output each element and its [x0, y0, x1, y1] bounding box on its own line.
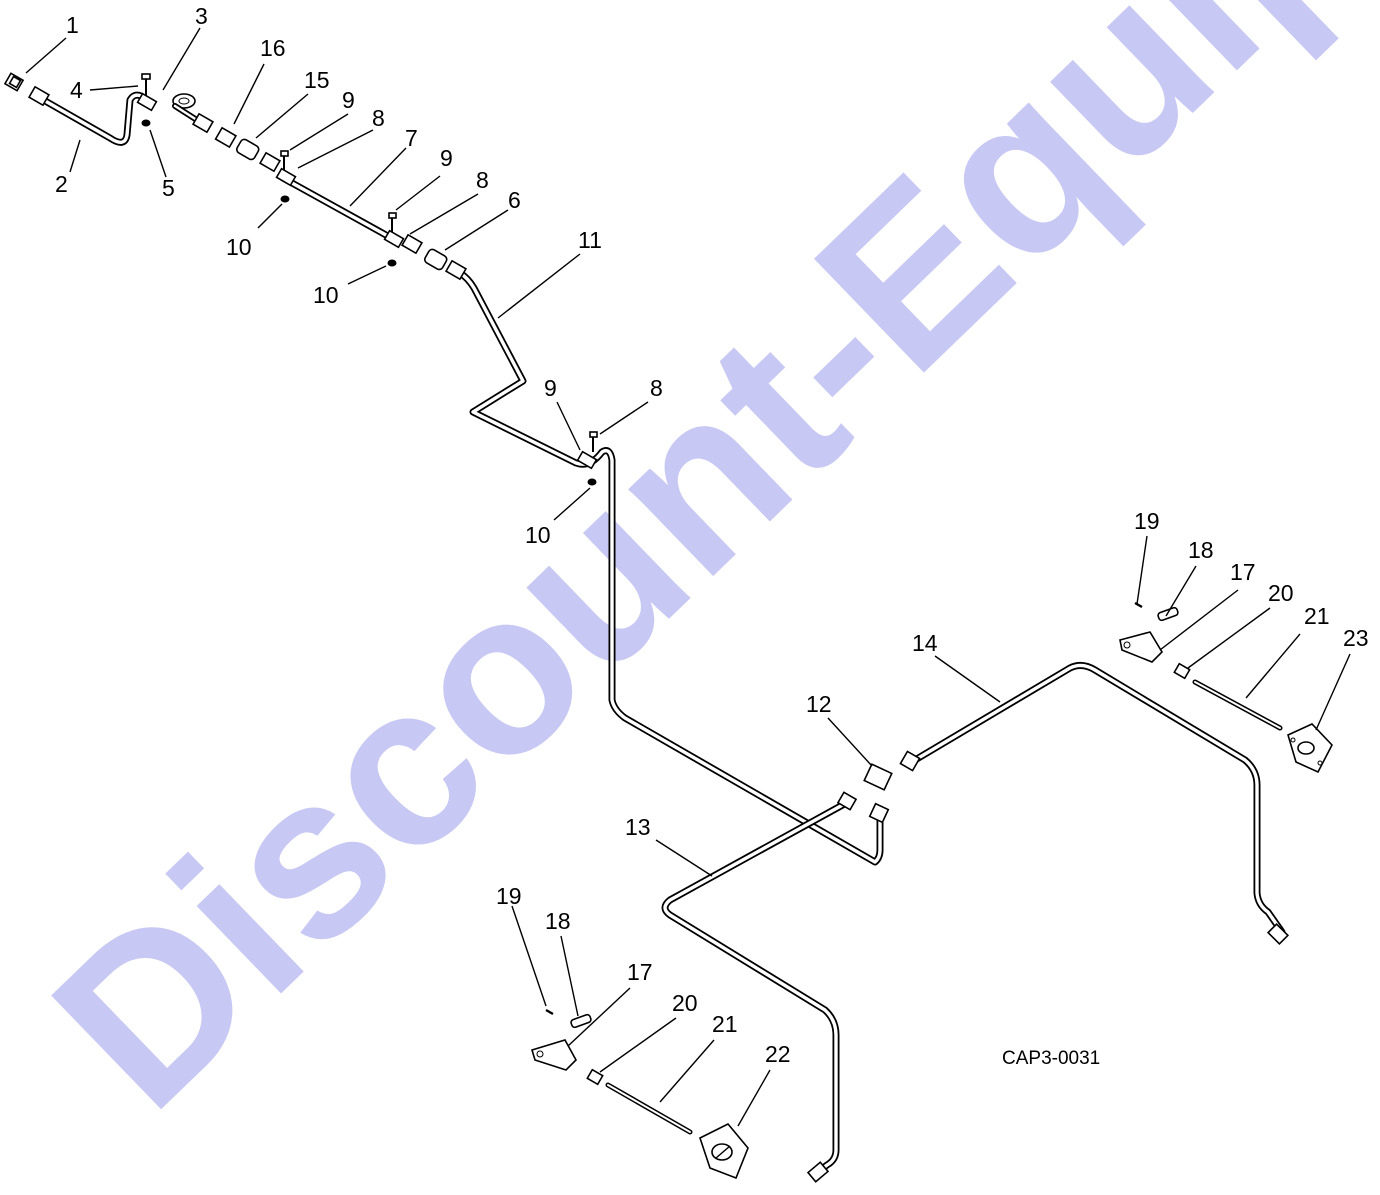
watermark: Discount-Equipment.com	[6, 0, 1380, 1155]
part-22-chamber-icon	[699, 1123, 749, 1180]
callout-label: 1	[66, 12, 79, 38]
tube-14	[911, 661, 1286, 936]
callout-label: 14	[912, 630, 938, 656]
callout-label: 6	[508, 187, 521, 213]
part-8-clip-icon	[576, 450, 598, 470]
callout-label: 4	[70, 77, 83, 103]
part-2-fitting-icon	[27, 85, 51, 107]
callout-label: 19	[1134, 508, 1160, 534]
callout-label: 20	[1268, 580, 1294, 606]
callout-label: 21	[1304, 603, 1330, 629]
callout-label: 10	[525, 522, 551, 548]
callout-label: 12	[806, 691, 832, 717]
part-10-nut-icon	[587, 478, 597, 486]
callout-label: 19	[496, 883, 522, 909]
callout-label: 18	[1188, 537, 1214, 563]
leader-lines	[25, 27, 1351, 1127]
tube-13	[661, 798, 852, 1176]
callout-label: 23	[1343, 625, 1369, 651]
callout-label: 9	[544, 375, 557, 401]
callout-label: 22	[765, 1041, 791, 1067]
part-19-pin-icon	[1134, 601, 1143, 609]
part-6-union-icon	[424, 248, 448, 271]
part-16-fitting-icon	[214, 126, 238, 149]
part-10-nut-icon	[387, 259, 397, 267]
part-1-fitting-icon	[3, 72, 25, 92]
part-8-clip-icon	[275, 167, 297, 187]
callout-label: 15	[304, 67, 330, 93]
callout-label: 8	[650, 375, 663, 401]
part-9-bolt-icon	[589, 431, 598, 452]
part-8-clip-icon	[383, 229, 405, 249]
callout-label: 10	[226, 234, 252, 260]
callout-label: 11	[578, 227, 602, 253]
part-4-bolt-icon	[141, 73, 151, 96]
callout-label: 17	[627, 959, 653, 985]
part-20-nut-icon	[586, 1068, 604, 1086]
fitting-icon	[1266, 922, 1290, 946]
callout-label: 8	[372, 105, 385, 131]
callout-label: 21	[712, 1011, 738, 1037]
fitting-icon	[806, 1161, 830, 1183]
fitting-icon	[400, 233, 424, 255]
part-20-nut-icon	[1173, 662, 1191, 680]
part-23-chamber-icon	[1287, 723, 1333, 774]
part-19-pin-icon	[545, 1008, 554, 1016]
part-3-banjo-icon	[172, 93, 215, 134]
fitting-icon	[444, 259, 468, 281]
part-17-clevis-icon	[1119, 631, 1164, 663]
callout-label: 9	[342, 87, 355, 113]
callout-label: 13	[625, 814, 651, 840]
callout-label: 18	[545, 908, 571, 934]
brake-lines	[36, 91, 1286, 1176]
part-5-nut-icon	[141, 119, 151, 127]
callout-label: 16	[260, 35, 286, 61]
callout-label: 9	[440, 145, 453, 171]
callout-label: 10	[313, 282, 339, 308]
callout-label: 2	[55, 171, 68, 197]
drawing-code: CAP3-0031	[1002, 1048, 1100, 1069]
callout-label: 5	[162, 175, 175, 201]
parts	[3, 72, 1333, 1183]
callout-label: 3	[195, 3, 208, 29]
callout-label: 7	[405, 125, 418, 151]
fitting-icon	[258, 151, 282, 173]
part-15-union-icon	[236, 138, 260, 161]
tube-2	[36, 91, 154, 146]
callouts: 1 2 3 4 5 16 15 9 8 7 10 9 8 6 10 11 9 8…	[55, 3, 1369, 1067]
callout-label: 17	[1230, 559, 1256, 585]
callout-label: 20	[672, 990, 698, 1016]
part-17-clevis-icon	[531, 1039, 577, 1071]
part-18-pin-icon	[570, 1013, 592, 1029]
part-10-nut-icon	[280, 195, 290, 203]
part-12-tee-icon	[836, 750, 921, 824]
callout-label: 8	[476, 167, 489, 193]
clip-icon	[136, 92, 158, 112]
